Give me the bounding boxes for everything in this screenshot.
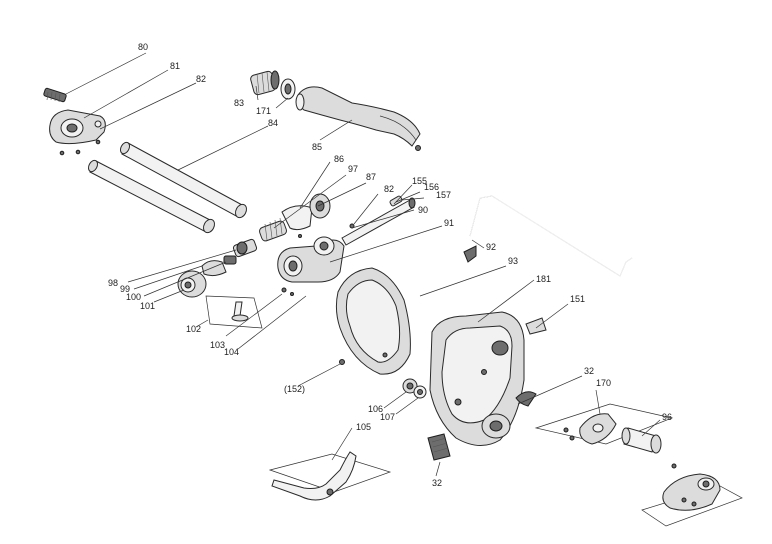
- group-outline-105: [268, 453, 392, 493]
- bushing-106: [402, 378, 418, 394]
- connector-83: [250, 70, 280, 96]
- end-cap-81: [49, 109, 106, 156]
- label-107: 107: [380, 412, 395, 422]
- label-101: 101: [140, 301, 155, 311]
- spring-100: [223, 255, 237, 265]
- label-99: 99: [120, 284, 130, 294]
- label-100: 100: [126, 292, 141, 302]
- label-152: (152): [284, 384, 305, 394]
- handle-105: [271, 451, 357, 501]
- mount-plate-right: [662, 463, 721, 511]
- ring-171: [280, 78, 296, 100]
- label-102: 102: [186, 324, 201, 334]
- label-32-upper: 32: [584, 366, 594, 376]
- label-82-top: 82: [196, 74, 206, 84]
- tube-96: [621, 427, 662, 454]
- label-170: 170: [596, 378, 611, 388]
- label-81: 81: [170, 61, 180, 71]
- cover-93: [335, 267, 411, 375]
- wire-rod-92: [463, 195, 633, 277]
- group-outline-left: [205, 295, 263, 329]
- label-93: 93: [508, 256, 518, 266]
- label-86: 86: [334, 154, 344, 164]
- label-84: 84: [268, 118, 278, 128]
- label-98: 98: [108, 278, 118, 288]
- hose-85: [295, 86, 421, 151]
- label-106: 106: [368, 404, 383, 414]
- label-92: 92: [486, 242, 496, 252]
- label-85: 85: [312, 142, 322, 152]
- label-82-mid: 82: [384, 184, 394, 194]
- roller-101: [177, 270, 207, 298]
- label-157: 157: [436, 190, 451, 200]
- washer-107: [413, 385, 427, 399]
- main-housing-181: [429, 311, 525, 446]
- label-87: 87: [366, 172, 376, 182]
- housing-block: [277, 236, 345, 283]
- label-104: 104: [224, 347, 239, 357]
- grip-32-lower: [427, 433, 451, 461]
- label-91: 91: [444, 218, 454, 228]
- plate-170: [563, 413, 617, 445]
- rod-84-lower: [87, 159, 216, 234]
- callout-labels: 80 81 82 83 171 84 85 86 97 87 82 155 15…: [108, 42, 672, 488]
- label-83: 83: [234, 98, 244, 108]
- spring-98: [232, 238, 258, 258]
- rod-84-upper: [119, 141, 248, 219]
- leader-lines: [65, 52, 661, 477]
- label-103: 103: [210, 340, 225, 350]
- clip-151: [525, 317, 547, 335]
- label-97: 97: [348, 164, 358, 174]
- label-171: 171: [256, 106, 271, 116]
- pin-102: [231, 301, 249, 322]
- label-151: 151: [570, 294, 585, 304]
- label-90: 90: [418, 205, 428, 215]
- label-32-lower: 32: [432, 478, 442, 488]
- label-96: 96: [662, 412, 672, 422]
- bracket-86: [281, 205, 313, 238]
- roller-87: [309, 193, 331, 219]
- label-181: 181: [536, 274, 551, 284]
- clip-99: [201, 260, 227, 277]
- label-80: 80: [138, 42, 148, 52]
- screw-103-104: [281, 287, 294, 296]
- spring-97: [259, 217, 287, 242]
- spring-80: [43, 87, 67, 103]
- label-155: 155: [412, 176, 427, 186]
- label-105: 105: [356, 422, 371, 432]
- screw-152: [339, 359, 345, 365]
- label-156: 156: [424, 182, 439, 192]
